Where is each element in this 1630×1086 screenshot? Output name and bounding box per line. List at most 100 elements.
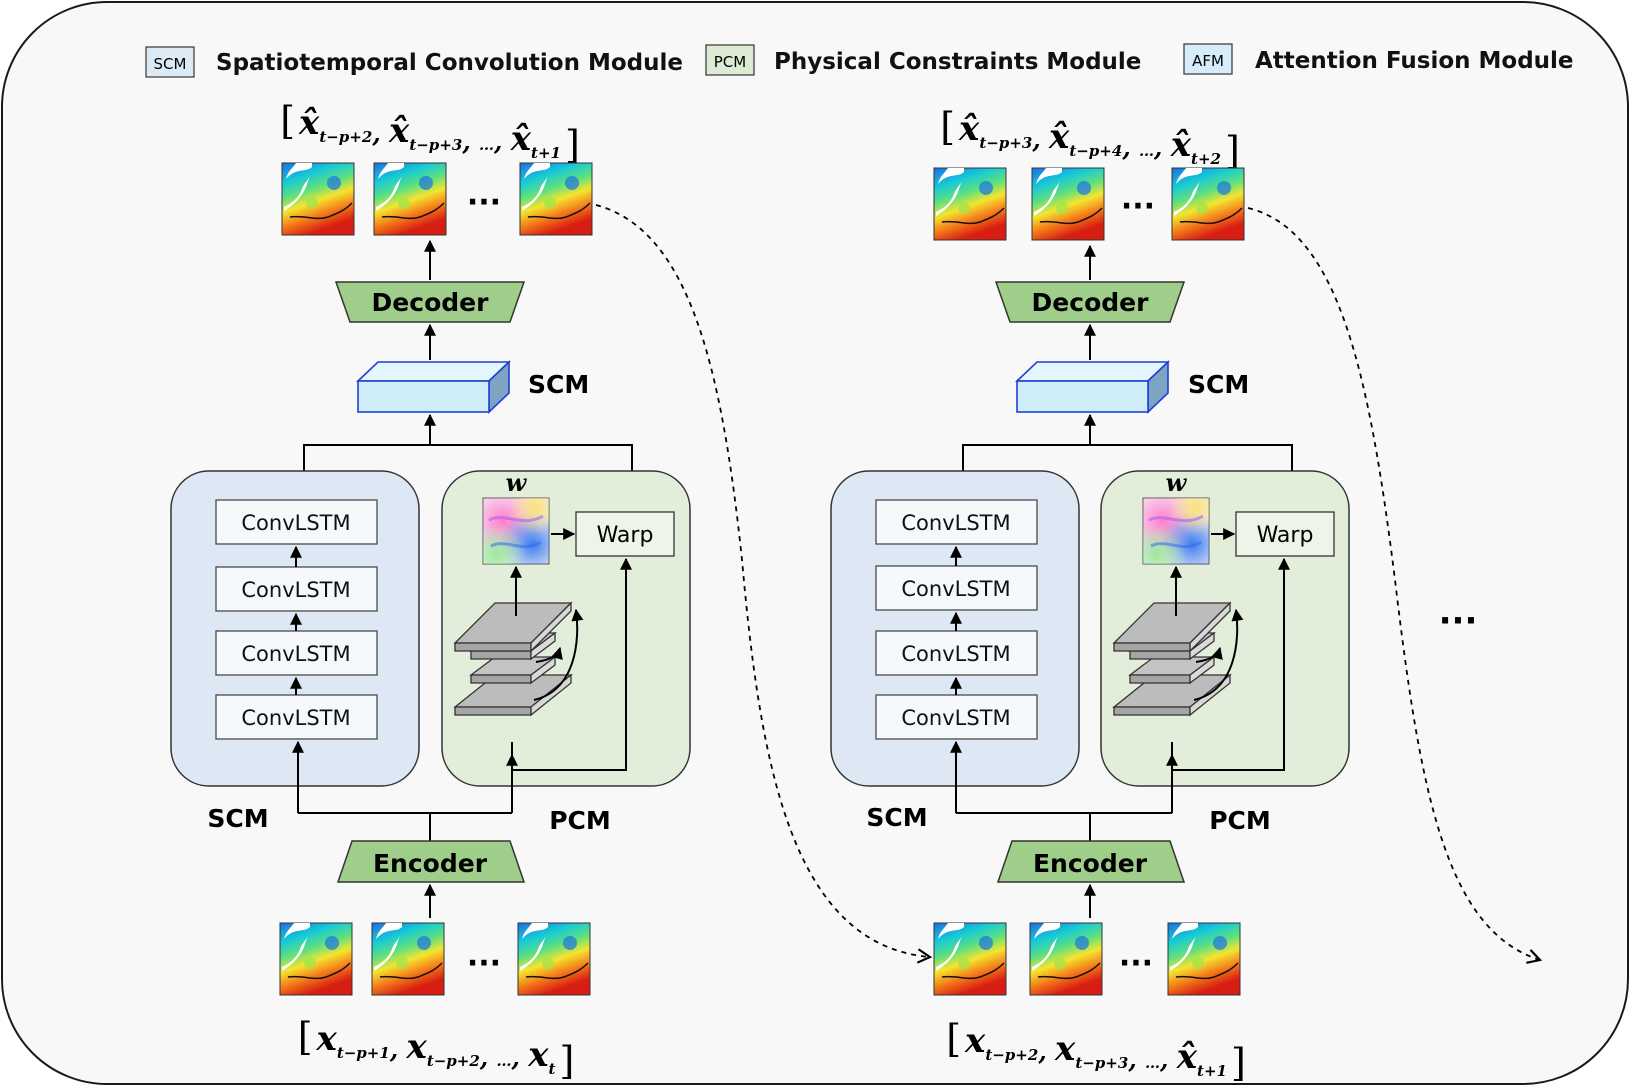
panel-2-input-sequence: [xt−p+2, xt−p+3, …, x̂t+1] — [946, 1017, 1246, 1085]
panel-2-output-frame-1 — [933, 167, 1007, 241]
panel-1-convlstm-stack: ConvLSTM ConvLSTM ConvLSTM ConvLSTM — [215, 499, 378, 740]
panel-1-output-ellipsis: ··· — [467, 185, 501, 220]
panel-1-convlstm-1-label: ConvLSTM — [241, 706, 350, 730]
panel-1-input-sequence-term-2: x — [406, 1027, 428, 1067]
panel-1-decoder-label: Decoder — [372, 288, 490, 317]
panel-2-input-sequence-open-bracket: [ — [946, 1017, 961, 1061]
panel-2-output-sequence-term-4-subscript: t+2 — [1191, 150, 1221, 168]
panel-1-warp-label: Warp — [597, 523, 654, 548]
legend: SCM Spatiotemporal Convolution Module PC… — [145, 43, 1574, 78]
panel-2-input-sequence-sep-2: , — [1127, 1045, 1145, 1074]
panel-2-scm-block — [1014, 360, 1171, 414]
panel-1-convlstm-4 — [215, 499, 378, 545]
legend-tag-afm: AFM — [1192, 52, 1224, 70]
legend-swatch-scm — [145, 46, 195, 78]
panel-2-output-sequence-open-bracket: [ — [940, 105, 955, 149]
panel-1-scm-label: SCM — [207, 804, 268, 833]
panel-1-scm-block-label: SCM — [528, 370, 589, 399]
panel-1-convlstm-3-label: ConvLSTM — [241, 578, 350, 602]
panel-1-output-sequence-term-4: x̂ — [510, 119, 532, 159]
panel-1-output-sequence-close-bracket: ] — [565, 123, 580, 167]
panel-1-scm-block — [355, 360, 512, 414]
panel-1-flow-field-image — [481, 496, 551, 566]
panel-1-encoder — [336, 840, 526, 883]
panel-2-decoder — [994, 281, 1186, 323]
panel-2-output-sequence-sep-2: , — [1121, 133, 1139, 162]
panel-1-decoder — [334, 281, 526, 323]
panel-2-input-sequence-sep-1: , — [1037, 1037, 1055, 1066]
panel-2-output-frame-3 — [1171, 167, 1245, 241]
panel-1-input-sequence-term-2-subscript: t−p+2 — [427, 1052, 480, 1070]
panel-1-w-label: w — [506, 468, 528, 497]
panel-2-input-frame-2 — [1029, 922, 1103, 996]
panel-2-convlstm-2-label: ConvLSTM — [901, 642, 1010, 666]
panel-1-output-sequence-ellipsis: … — [479, 136, 494, 154]
legend-item-pcm: PCM Physical Constraints Module — [705, 44, 1141, 76]
continuation-ellipsis: ··· — [1439, 601, 1478, 641]
panel-1-output-sequence-sep-1: , — [371, 119, 389, 148]
panel-1-convlstm-4-label: ConvLSTM — [241, 511, 350, 535]
panel-1-warp-box — [575, 511, 675, 557]
panel-2-output-frame-2 — [1031, 167, 1105, 241]
panel-2-input-sequence-term-2: x — [1054, 1029, 1076, 1069]
panel-1-output-sequence-open-bracket: [ — [280, 99, 295, 143]
panel-1-output-sequence: [x̂t−p+2, x̂t−p+3, …, x̂t+1] — [280, 99, 580, 167]
panel-2-output-ellipsis: ··· — [1121, 189, 1155, 224]
panel-1-output-sequence-term-4-subscript: t+1 — [531, 144, 561, 162]
panel-1-input-sequence-close-bracket: ] — [559, 1039, 574, 1083]
panel-2-output-sequence-term-2: x̂ — [1048, 117, 1070, 157]
panel-2-output-sequence-term-1: x̂ — [958, 109, 980, 149]
panel-2-convlstm-3-label: ConvLSTM — [901, 577, 1010, 601]
panel-2-w-label: w — [1166, 468, 1188, 497]
panel-1-input-sequence-ellipsis: … — [497, 1052, 512, 1070]
panel-1-input-sequence-sep-3: , — [511, 1043, 529, 1072]
panel-1-input-sequence-term-1: x — [316, 1019, 338, 1059]
panel-2-input-frame-3 — [1167, 922, 1241, 996]
panel-1-input-frame-3 — [517, 922, 591, 996]
panel-2: [x̂t−p+3, x̂t−p+4, …, x̂t+2] ··· Decoder… — [830, 105, 1350, 1085]
panel-1-output-sequence-term-2: x̂ — [388, 111, 410, 151]
panel-2-scm-block-label: SCM — [1188, 370, 1249, 399]
legend-tag-scm: SCM — [154, 55, 187, 73]
panel-1-convlstm-2-label: ConvLSTM — [241, 642, 350, 666]
panel-1-encoder-label: Encoder — [373, 849, 488, 878]
panel-2-input-sequence-sep-3: , — [1159, 1045, 1177, 1074]
panel-2-output-sequence-ellipsis: … — [1139, 142, 1154, 160]
panel-2-warp-box — [1235, 511, 1335, 557]
panel-2-convlstm-stack: ConvLSTM ConvLSTM ConvLSTM ConvLSTM — [875, 499, 1038, 740]
panel-1-output-sequence-sep-2: , — [461, 127, 479, 156]
recurrent-link-1 — [595, 204, 933, 964]
panel-1-input-sequence-term-4-subscript: t — [549, 1060, 556, 1078]
recurrent-link-2 — [1247, 207, 1543, 964]
panel-2-encoder — [996, 840, 1186, 883]
panel-2-output-sequence-sep-3: , — [1153, 133, 1171, 162]
panel-2-convlstm-4-label: ConvLSTM — [901, 511, 1010, 535]
panel-2-input-sequence-term-4: x̂ — [1176, 1037, 1198, 1077]
panel-1-input-sequence-sep-1: , — [389, 1035, 407, 1064]
panel-1-input-sequence-open-bracket: [ — [298, 1015, 313, 1059]
panel-1-output-frame-2 — [373, 162, 447, 236]
panel-1-convlstm-1 — [215, 694, 378, 740]
panel-2-input-sequence-term-4-subscript: t+1 — [1197, 1062, 1227, 1080]
panel-2-scm-label: SCM — [866, 803, 927, 832]
panel-1-output-sequence-term-1-subscript: t−p+2 — [319, 128, 372, 146]
legend-item-afm: AFM Attention Fusion Module — [1183, 43, 1574, 75]
panel-2-input-sequence-term-1: x — [964, 1021, 986, 1061]
panel-2-decoder-label: Decoder — [1032, 288, 1150, 317]
legend-label-pcm: Physical Constraints Module — [774, 49, 1141, 75]
panel-1-input-sequence-term-4: x — [527, 1035, 549, 1075]
panel-2-input-sequence-close-bracket: ] — [1231, 1041, 1246, 1085]
legend-item-scm: SCM Spatiotemporal Convolution Module — [145, 46, 683, 78]
panel-2-input-frame-1 — [933, 922, 1007, 996]
panel-2-encoder-label: Encoder — [1033, 849, 1148, 878]
panel-2-input-ellipsis: ··· — [1119, 946, 1153, 981]
panel-2-input-sequence-term-1-subscript: t−p+2 — [985, 1046, 1038, 1064]
panel-1: [x̂t−p+2, x̂t−p+3, …, x̂t+1] ··· Decoder… — [170, 99, 691, 1083]
legend-label-scm: Spatiotemporal Convolution Module — [216, 50, 683, 76]
panel-1-output-sequence-sep-3: , — [493, 127, 511, 156]
panel-2-output-sequence: [x̂t−p+3, x̂t−p+4, …, x̂t+2] — [940, 105, 1240, 173]
panel-1-pcm-label: PCM — [549, 806, 611, 835]
panel-1-output-frame-1 — [281, 162, 355, 236]
panel-1-input-ellipsis: ··· — [467, 946, 501, 981]
